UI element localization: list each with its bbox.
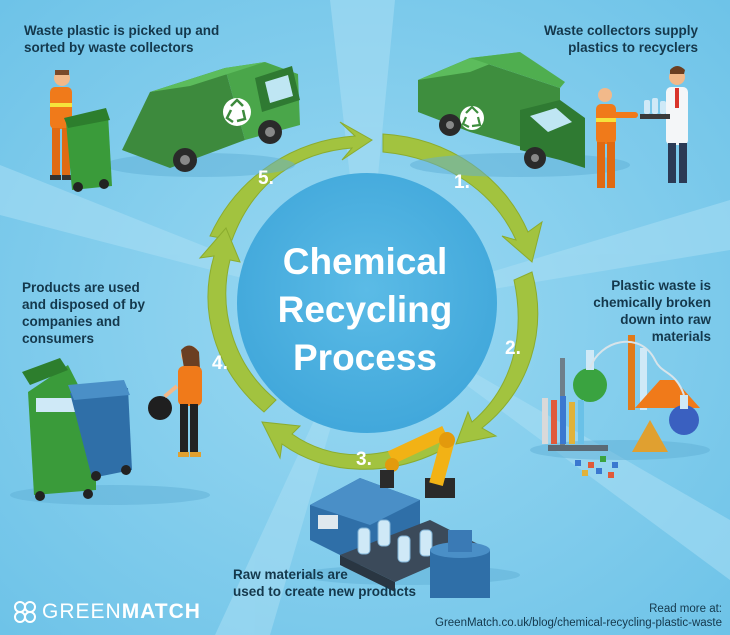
clover-logo-icon — [14, 601, 36, 623]
step-5-number: 5. — [258, 168, 274, 189]
lab-equipment-illustration — [530, 335, 710, 478]
brand-match: MATCH — [121, 600, 201, 623]
step-2-line-2: chemically broken — [593, 295, 711, 310]
step-4-number: 4. — [212, 353, 228, 374]
brand-green: GREEN — [42, 600, 122, 623]
collector-supplier-illustration — [410, 52, 688, 188]
step-1-line-1: Waste collectors supply — [543, 23, 698, 38]
recycle-icon — [223, 98, 251, 126]
title-line-3: Process — [293, 337, 437, 378]
step-3-number: 3. — [356, 449, 372, 470]
title-line-2: Recycling — [277, 289, 453, 330]
step-4-line-4: consumers — [22, 331, 95, 346]
step-1-line-2: plastics to recyclers — [568, 40, 698, 55]
step-3-line-1: Raw materials are — [233, 567, 348, 582]
step-4-line-1: Products are used — [22, 280, 140, 295]
read-more: Read more at: GreenMatch.co.uk/blog/chem… — [435, 602, 722, 630]
step-5-line-2: sorted by waste collectors — [24, 40, 194, 55]
step-2-line-3: down into raw — [620, 312, 711, 327]
read-more-url[interactable]: GreenMatch.co.uk/blog/chemical-recycling… — [435, 617, 722, 629]
arrow-4 — [198, 227, 277, 413]
step-4-text: Products are used and disposed of by com… — [22, 279, 145, 347]
read-more-label: Read more at: — [649, 603, 722, 615]
step-2-line-1: Plastic waste is — [611, 278, 711, 293]
garbage-truck-illustration — [50, 62, 300, 192]
step-4-line-3: companies and — [22, 314, 121, 329]
arrow-2 — [455, 271, 539, 445]
factory-illustration — [300, 425, 520, 598]
step-2-text: Plastic waste is chemically broken down … — [593, 277, 711, 345]
step-1-text: Waste collectors supply plastics to recy… — [544, 22, 698, 56]
center-circle — [237, 173, 497, 433]
step-3-line-2: used to create new products — [233, 584, 417, 599]
step-2-number: 2. — [505, 338, 521, 359]
step-5-line-1: Waste plastic is picked up and — [24, 23, 220, 38]
step-5-text: Waste plastic is picked up and sorted by… — [24, 22, 219, 56]
bins-illustration — [10, 345, 210, 505]
step-2-line-4: materials — [651, 329, 711, 344]
center-title: Chemical Recycling Process — [245, 238, 485, 382]
step-1-number: 1. — [454, 172, 470, 193]
step-3-text: Raw materials are used to create new pro… — [233, 566, 416, 600]
title-line-1: Chemical — [282, 241, 448, 282]
step-4-line-2: and disposed of by — [22, 297, 146, 312]
